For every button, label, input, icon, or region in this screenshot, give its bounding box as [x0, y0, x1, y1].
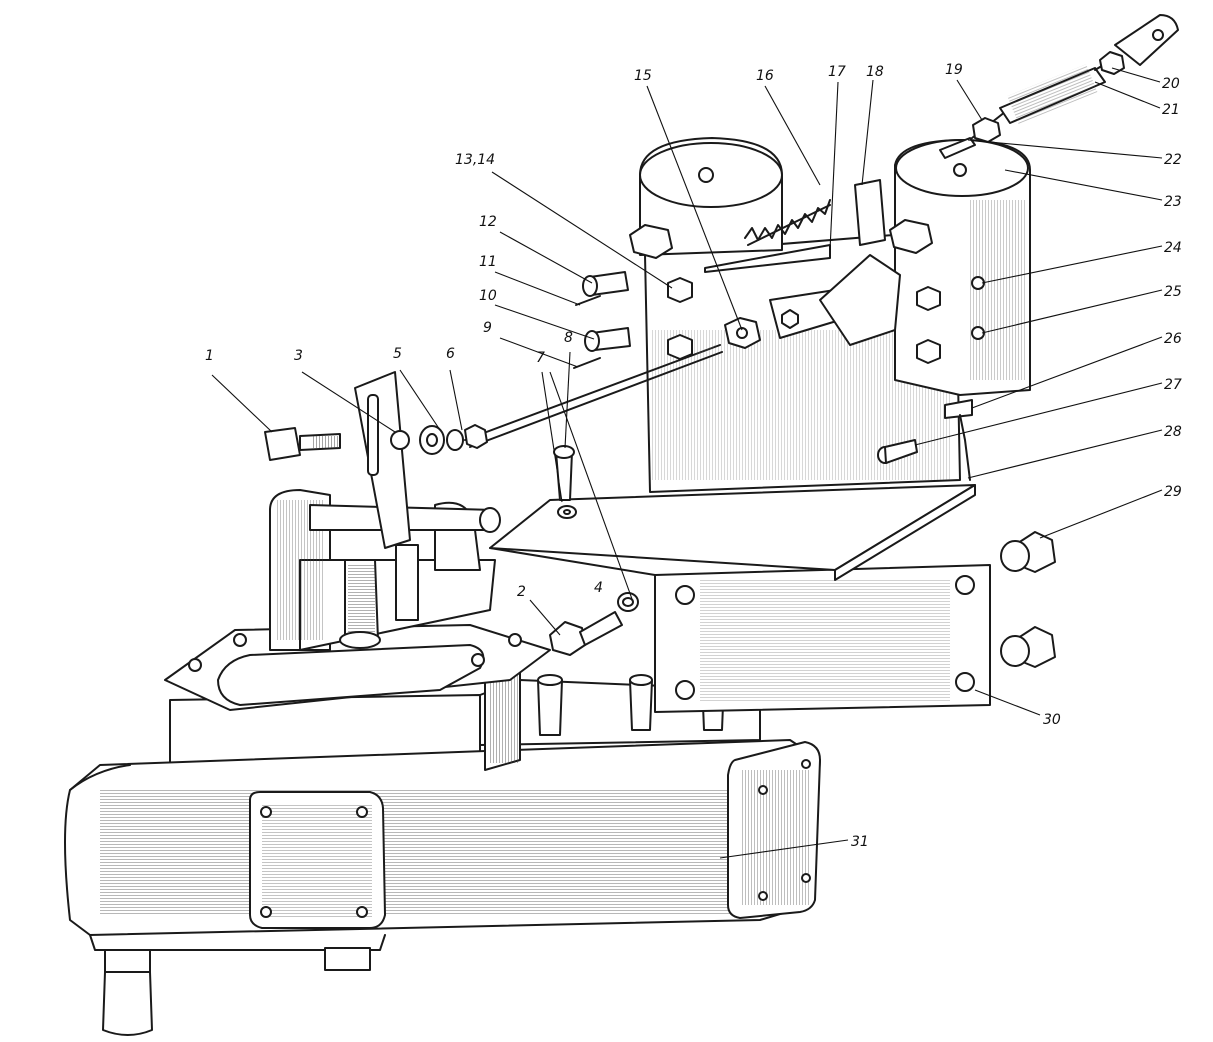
shelf-plate — [489, 484, 976, 581]
pins-group — [573, 271, 631, 369]
callout-22: 22 — [1164, 152, 1182, 168]
callout-29: 29 — [1164, 484, 1182, 500]
callout-20: 20 — [1162, 76, 1180, 92]
callout-28: 28 — [1164, 424, 1182, 440]
callout-13-14: 13,14 — [455, 152, 495, 168]
callout-9: 9 — [483, 320, 492, 336]
main-housing — [64, 674, 821, 1036]
callout-1: 1 — [205, 348, 214, 364]
callout-3: 3 — [294, 348, 303, 364]
callout-10: 10 — [479, 288, 497, 304]
spring — [744, 199, 831, 246]
mounting-plate — [484, 564, 991, 771]
solenoid-bracket — [629, 137, 1031, 493]
callout-26: 26 — [1164, 331, 1182, 347]
loose-fasteners — [264, 424, 1056, 668]
callout-21: 21 — [1162, 102, 1180, 118]
callout-27: 27 — [1164, 377, 1182, 393]
callout-11: 11 — [479, 254, 497, 270]
callout-30: 30 — [1043, 712, 1061, 728]
callout-15: 15 — [634, 68, 652, 84]
callout-18: 18 — [866, 64, 884, 80]
callout-8: 8 — [564, 330, 573, 346]
callout-23: 23 — [1164, 194, 1182, 210]
control-rod — [464, 317, 761, 448]
callout-4: 4 — [594, 580, 603, 596]
callout-16: 16 — [756, 68, 774, 84]
callout-12: 12 — [479, 214, 497, 230]
callout-6: 6 — [446, 346, 455, 362]
callout-5: 5 — [393, 346, 402, 362]
callout-24: 24 — [1164, 240, 1182, 256]
turnbuckle-rod — [939, 14, 1179, 159]
leader-lines — [211, 67, 1163, 859]
callout-25: 25 — [1164, 284, 1182, 300]
callouts: 1 2 3 4 5 6 7 8 9 10 11 12 13,14 15 16 1… — [205, 62, 1182, 850]
callout-2: 2 — [517, 584, 526, 600]
callout-19: 19 — [945, 62, 963, 78]
callout-7: 7 — [536, 350, 545, 366]
callout-17: 17 — [828, 64, 846, 80]
callout-31: 31 — [851, 834, 869, 850]
pivot-support — [164, 371, 551, 711]
